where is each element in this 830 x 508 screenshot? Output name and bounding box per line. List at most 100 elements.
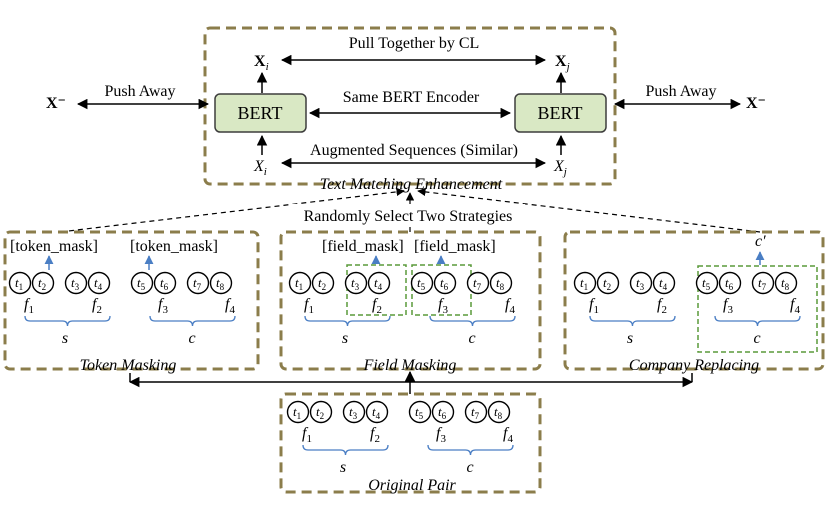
token-label: t6 [440,275,449,292]
token-label: t6 [438,404,447,421]
token-label: t3 [349,404,358,421]
token-circle [8,271,32,295]
field-label: f4 [790,296,800,316]
token-label: t5 [702,275,711,292]
token-label: t8 [496,275,505,292]
bert-left-box [214,93,307,133]
token-circle [431,400,455,424]
field-label: f4 [503,425,513,445]
token-circle [489,271,513,295]
token-label: t5 [137,275,146,292]
x-neg-right: X⁻ [746,95,766,112]
token-circle [209,271,233,295]
token-label: t1 [295,275,303,292]
field-label: f2 [92,296,102,316]
token-circle [751,271,775,295]
token-label: t2 [316,404,324,421]
group-c-label: c [188,330,195,347]
token-label: t3 [636,275,645,292]
xj-input: Xj [553,158,567,178]
field-label: f1 [302,425,312,445]
xi-input: Xi [253,158,267,178]
field-label: f1 [304,296,314,316]
token-masking-caption: Token Masking [80,357,177,374]
group-c-label: c [753,330,760,347]
token-label: t3 [71,275,80,292]
token-circle [466,271,490,295]
field-mask-label-1: [field_mask] [322,238,404,255]
token-circle [365,400,389,424]
token-circle [629,271,653,295]
token-label: t2 [603,275,611,292]
field-label: f2 [370,425,380,445]
x-neg-left: X⁻ [46,95,66,112]
field-mask-box-1 [346,264,407,316]
token-circle [410,271,434,295]
field-label: f4 [505,296,515,316]
token-circle [652,271,676,295]
field-mask-label-2: [field_mask] [414,238,496,255]
brace-s [589,315,676,327]
token-circle [596,271,620,295]
encoder-label: Same BERT Encoder [343,89,480,106]
token-label: t4 [94,275,103,292]
token-mask-label-1: [token_mask] [10,238,98,255]
company-replacing-caption: Company Replacing [629,357,759,374]
group-s-label: s [342,330,348,347]
field-label: f2 [657,296,667,316]
push-away-left-label: Push Away [105,83,176,100]
c-prime-label: c′ [755,233,766,250]
token-mask-label-2: [token_mask] [130,238,218,255]
brace-c [429,315,516,327]
original-pair-caption: Original Pair [368,477,456,494]
token-label: t4 [374,275,383,292]
token-circle [311,271,335,295]
field-label: f2 [372,296,382,316]
text-matching-caption: Text Matching Enhancement [320,176,503,193]
field-masking-box [279,230,542,371]
token-label: t1 [15,275,23,292]
push-away-right-label: Push Away [646,83,717,100]
company-replace-box [697,265,818,353]
token-circle [433,271,457,295]
xj-output: Xj [555,53,570,73]
token-circle [309,400,333,424]
brace-c [427,444,514,456]
brace-c [149,315,236,327]
group-c-label: c [466,459,473,476]
bert-right-label: BERT [538,103,583,123]
select-line-right [417,187,761,233]
token-label: t2 [318,275,326,292]
bert-left-label: BERT [238,103,283,123]
token-circle [464,400,488,424]
field-label: f1 [589,296,599,316]
token-label: t5 [415,404,424,421]
group-c-label: c [468,330,475,347]
pull-label: Pull Together by CL [349,35,480,52]
token-circle [344,271,368,295]
token-label: t1 [580,275,588,292]
aug-label: Augmented Sequences (Similar) [310,142,518,159]
token-label: t7 [473,275,482,292]
bert-right-box [514,93,607,133]
token-label: t4 [372,404,381,421]
brace-c [714,315,801,327]
field-label: f3 [436,425,446,445]
token-circle [130,271,154,295]
token-label: t8 [781,275,790,292]
select-line-left [59,187,405,233]
company-replacing-box [563,230,825,371]
token-label: t8 [494,404,503,421]
token-circle [573,271,597,295]
token-label: t7 [193,275,202,292]
group-s-label: s [62,330,68,347]
token-circle [342,400,366,424]
token-circle [367,271,391,295]
brace-s [302,444,389,456]
token-label: t4 [659,275,668,292]
group-s-label: s [627,330,633,347]
select-label: Randomly Select Two Strategies [304,208,513,225]
token-label: t8 [216,275,225,292]
token-label: t7 [471,404,480,421]
token-circle [408,400,432,424]
